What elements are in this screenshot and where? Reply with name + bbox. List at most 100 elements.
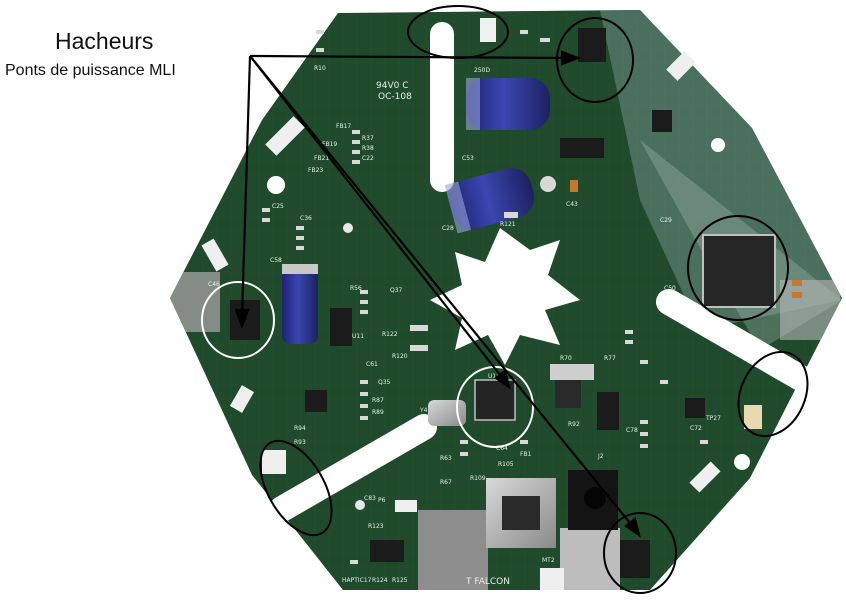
silk-label: FB1 (520, 451, 532, 458)
silk-label: R123 (368, 523, 384, 530)
silk-label: C43 (566, 201, 578, 208)
silk-label: MT2 (542, 557, 555, 564)
voltage-regulator (550, 364, 594, 380)
silk-label: C36 (300, 215, 312, 222)
silk-label: R125 (392, 577, 408, 584)
silk-label: R67 (440, 479, 452, 486)
silk-label: R10 (314, 65, 326, 72)
silk-label: 94V0 C (376, 81, 408, 91)
silk-label: T FALCON (465, 577, 510, 587)
board-slot (655, 289, 825, 397)
silk-label: C72 (690, 425, 702, 432)
ic-chip (370, 540, 404, 562)
connector (395, 500, 417, 512)
callout-circle (687, 215, 789, 321)
ic-chip (305, 390, 327, 412)
capacitor-large (466, 78, 550, 130)
silk-label: R89 (372, 409, 384, 416)
silk-label: OC-108 (378, 92, 412, 102)
silk-label: R120 (392, 353, 408, 360)
silk-label: FB21 (314, 155, 329, 162)
silk-label: C78 (626, 427, 638, 434)
silk-label: R77 (604, 355, 616, 362)
silk-label: TP27 (705, 415, 721, 422)
silk-label: Y4 (419, 407, 428, 414)
silk-label: R37 (362, 135, 374, 142)
mount-hole (267, 176, 285, 194)
silk-label: FB23 (308, 167, 323, 174)
silk-label: C64 (496, 445, 508, 452)
ic-chip (560, 138, 604, 158)
silk-label: R38 (362, 145, 374, 152)
silk-label: C29 (660, 217, 672, 224)
silk-label: J2 (597, 453, 604, 460)
power-jack-hole (584, 487, 606, 509)
callout-circle (259, 439, 333, 537)
silk-label: C46 (208, 281, 220, 288)
silk-label: FB19 (322, 141, 337, 148)
connector (229, 385, 255, 413)
mount-hole (540, 176, 556, 192)
silk-label: R122 (382, 331, 398, 338)
silk-label: R92 (568, 421, 580, 428)
connector (744, 405, 762, 429)
silk-label: Q37 (390, 287, 403, 294)
silk-label: U11 (352, 333, 364, 340)
callout-circle (603, 512, 677, 594)
capacitor-large (282, 264, 318, 344)
connector (540, 568, 564, 590)
mount-hole (355, 500, 365, 510)
annotation-subtitle: Ponts de puissance MLI (5, 62, 176, 79)
silk-label: R105 (498, 461, 514, 468)
silk-label: R124 (372, 577, 388, 584)
mount-hole (734, 454, 750, 470)
ic-chip (597, 392, 619, 430)
mount-hole (711, 138, 725, 152)
silk-label: Q35 (378, 379, 391, 386)
silk-label: 250D (474, 67, 490, 74)
mount-hole (343, 223, 353, 233)
board-slot (430, 22, 454, 192)
board-cutout (430, 228, 580, 365)
silk-label: C50 (664, 285, 676, 292)
connector (262, 450, 286, 474)
silk-label: C25 (272, 203, 284, 210)
ic-chip (578, 28, 606, 62)
annotation-title: Hacheurs (55, 28, 154, 54)
silk-label: P6 (378, 497, 386, 504)
silk-label: R93 (294, 439, 306, 446)
callout-circle-white (201, 281, 275, 359)
connector (480, 18, 496, 42)
ic-chip (620, 540, 650, 578)
silk-label: C28 (442, 225, 454, 232)
ic-chip (330, 308, 352, 346)
board-slot (268, 414, 438, 522)
silk-label: U14 (488, 373, 500, 380)
silk-label: R94 (294, 425, 306, 432)
microcontroller-chip (702, 234, 776, 308)
silk-label: R121 (500, 221, 516, 228)
silk-label: C58 (270, 257, 282, 264)
usb-connector-port (502, 496, 540, 530)
silk-label: R70 (560, 355, 572, 362)
silk-label: C22 (362, 155, 374, 162)
silk-label: FB17 (336, 123, 351, 130)
callout-circle (737, 350, 809, 438)
connector (201, 238, 229, 272)
ic-chip (685, 398, 705, 418)
connector (666, 51, 696, 81)
connector (265, 116, 305, 156)
silk-label: HAPTIC17 (342, 577, 372, 584)
silk-label: C83 (364, 495, 376, 502)
smd-components (262, 30, 802, 564)
silk-label: C53 (462, 155, 474, 162)
voltage-regulator (555, 378, 581, 408)
silk-label: C61 (366, 361, 378, 368)
ic-chip (652, 110, 672, 132)
connector (689, 461, 721, 493)
silk-label: R56 (350, 285, 362, 292)
silk-label: R87 (372, 397, 384, 404)
silk-label: R109 (470, 475, 486, 482)
callout-circle (556, 17, 634, 103)
